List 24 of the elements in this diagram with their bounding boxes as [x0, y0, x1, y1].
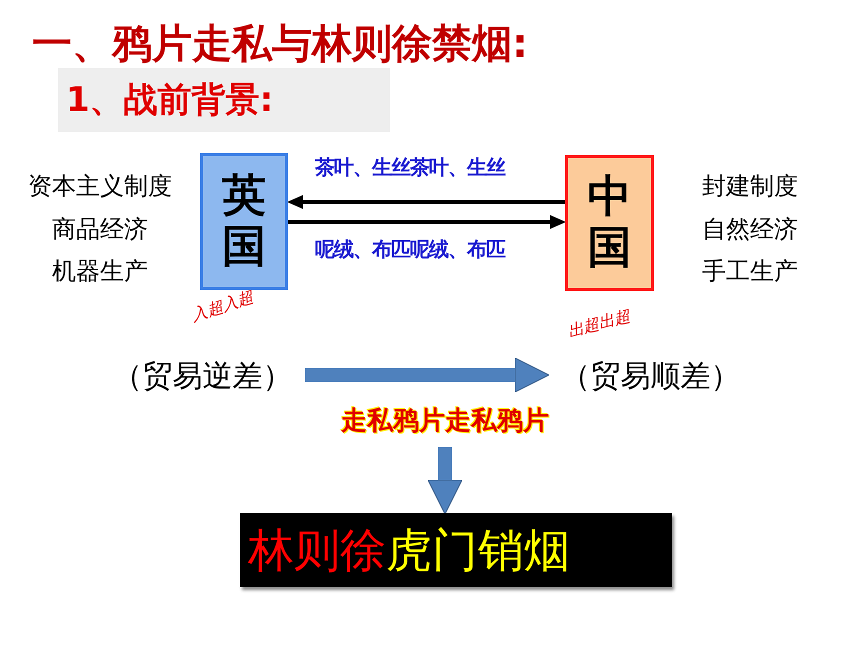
country-box — [565, 155, 654, 291]
side-note: 入超入超 — [188, 286, 257, 327]
smuggling-text: 走私鸦片走私鸦片 — [341, 404, 549, 438]
country-name: 英国 — [222, 170, 266, 272]
event-text: 虎门销烟 — [386, 522, 570, 578]
block-arrow — [305, 358, 550, 392]
side-note: 出超出超 — [564, 304, 633, 343]
side-note: 机器生产 — [51, 256, 149, 287]
arrow — [288, 215, 566, 229]
side-note: 自然经济 — [701, 214, 799, 245]
country-box — [200, 153, 288, 290]
side-note: 商品经济 — [51, 214, 149, 245]
arrow — [287, 195, 565, 209]
event-box — [240, 513, 672, 587]
side-note: 手工生产 — [701, 256, 799, 287]
trade-text: （贸易逆差） — [112, 358, 292, 396]
country-name: 中国 — [588, 172, 632, 274]
subtitle-band: 1、战前背景: — [58, 68, 390, 132]
side-note: 资本主义制度 — [27, 171, 173, 202]
title: 一、鸦片走私与林则徐禁烟: — [32, 20, 528, 69]
event-text: 林则徐 — [248, 522, 386, 578]
side-note: 封建制度 — [701, 171, 799, 202]
trade-text: （贸易顺差） — [560, 358, 740, 396]
block-arrow — [428, 447, 462, 514]
